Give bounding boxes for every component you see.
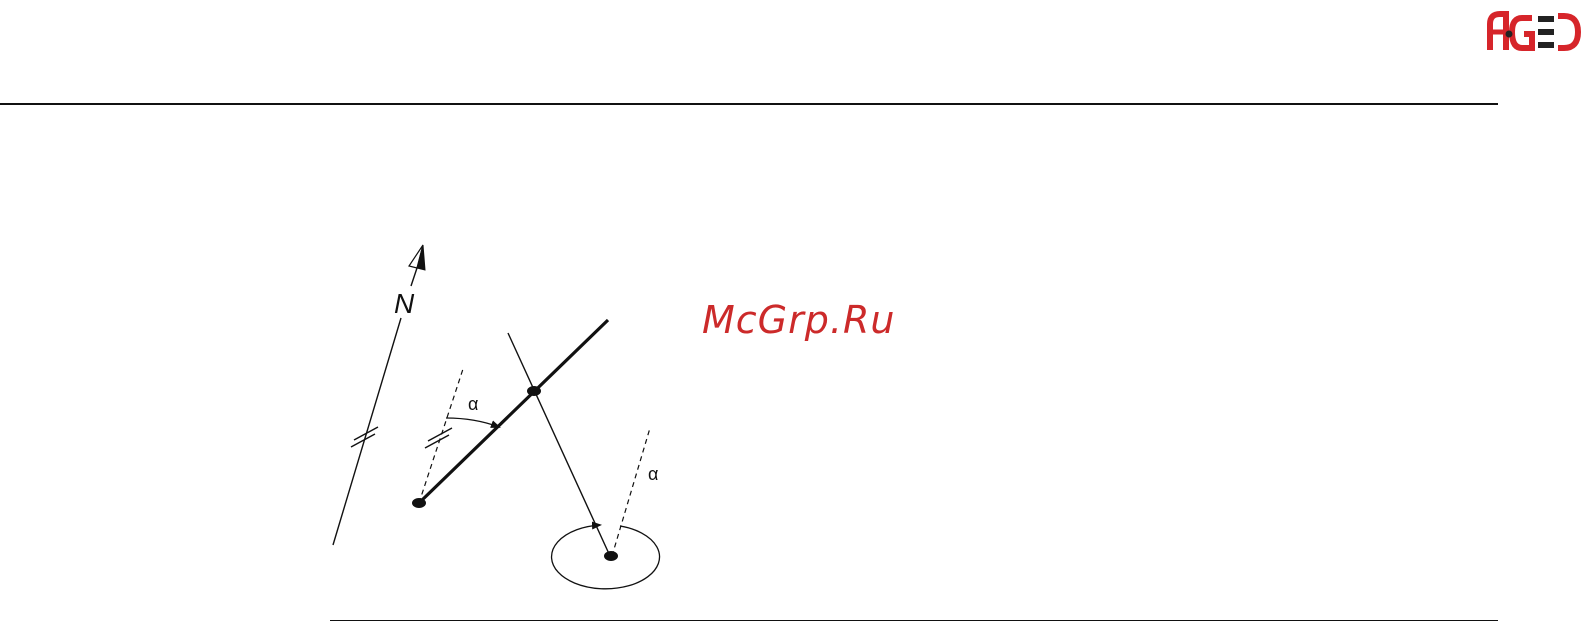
- north-label: N: [394, 288, 415, 319]
- station-point: [604, 551, 618, 561]
- parallel-mark-2: [354, 427, 378, 440]
- lower-angle-group: α: [552, 428, 660, 589]
- angle-label-lower: α: [648, 464, 658, 484]
- north-line: [333, 318, 401, 545]
- baseline-start-point: [412, 498, 426, 508]
- angle-arc-upper: [446, 418, 499, 427]
- north-arrow: N: [333, 245, 425, 545]
- lower-reference-dashed: [612, 428, 650, 556]
- angle-label-upper: α: [468, 394, 478, 414]
- footer-rule: [330, 620, 1498, 621]
- parallel-mark-3: [425, 435, 449, 448]
- baseline-thick: [419, 320, 608, 503]
